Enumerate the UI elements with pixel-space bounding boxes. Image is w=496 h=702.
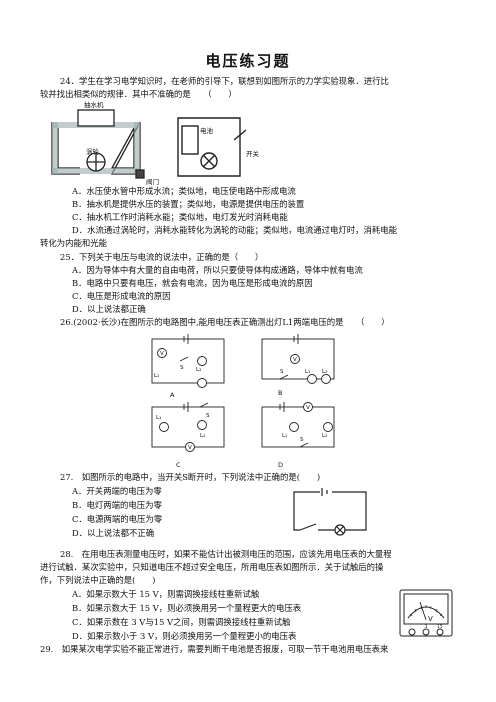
switch-symbol: S [206,413,210,419]
q29-stem: 29. 如果某次电学实验不能正常进行，需要判断干电池是否报废，可取一节干电池用电… [40,644,389,654]
lamp-l1-label: L₁ [154,373,159,379]
q25-stem: 25．下列关于电压与电流的说法中，正确的是（ ） [60,252,264,262]
q28-option-b: B．如果示数大于 15 V，则必须换用另一个量程更大的电压表 [72,603,302,613]
q28-option-c: C．如果示数在 3 V与15 V之间，则需调换接线柱重新试触 [72,617,291,627]
circuit-label-b: B [278,389,282,397]
terminal-label-negative: - [410,625,412,630]
lamp-l1-label: L₁ [156,415,161,421]
turbine-label: 涡轮 [86,147,100,156]
lamp-l2-label: L₂ [200,433,205,439]
q27-option-c: C．电源两端的电压为零 [72,514,163,524]
q24-option-a: A．水压使水管中形成水流；类似地，电压使电路中形成电流 [72,186,296,196]
voltmeter-symbol: V [306,405,310,411]
q26-stem: 26.(2002·长沙)在图所示的电路图中,能用电压表正确测出灯L1两端电压的是… [60,317,390,327]
water-circuit-diagram [51,109,145,179]
q25-option-c: C．电压是形成电流的原因 [72,291,171,301]
q25-option-b: B．电路中只要有电压，就会有电流，因为电压是形成电流的原因 [72,278,313,288]
page-title: 电压练习题 [205,52,291,70]
battery-label: 电池 [200,126,214,135]
lamp-l1-label: L₁ [282,433,287,439]
pump-label: 抽水机 [84,100,104,109]
voltmeter-figure: V - 3 15 [399,589,453,637]
q25-option-a: A．因为导体中有大量的自由电荷，所以只要使导体构成通路，导体中就有电流 [72,265,363,275]
q24-option-d: D．水流通过涡轮时，消耗水能转化为涡轮的动能；类似地，电流通过电灯时，消耗电能 [72,225,397,235]
lamp-l1-label: L₁ [305,369,310,375]
terminal-label-3: 3 [425,624,428,630]
circuit-label-c: C [176,461,181,469]
lamp-l2-label: L₂ [322,369,327,375]
q24-stem-line2: 较并找出相类似的规律．其中不准确的是 （ ） [40,89,237,99]
q27-circuit-figure [293,488,367,536]
q24-option-b: B．抽水机是提供水压的装置；类似地，电源是提供电压的装置 [72,199,305,209]
q27-option-b: B．电灯两端的电压为零 [72,500,162,510]
switch-symbol: S [280,369,284,375]
voltmeter-symbol: V [160,351,164,357]
switch-symbol: S [180,365,184,371]
voltmeter-symbol: V [293,357,297,363]
q28-stem-line2: 进行试触．某次实验中，只知道电压不超过安全电压，所用电压表如图所示．关于试触后的… [40,562,384,572]
q25-option-d: D．以上说法都正确 [72,304,146,314]
q27-option-a: A．开关两端的电压为零 [72,486,162,496]
q24-option-d-cont: 转化为内能和光能 [40,238,107,248]
circuit-label-d: D [278,461,283,469]
q27-option-d: D．以上说法都不正确 [72,528,155,538]
switch-label: 开关 [246,149,260,158]
lamp-l2-label: L₂ [196,367,201,373]
q24-figure: 抽水机 涡轮 阀门 电池 开关 [51,100,260,186]
q28-stem-line3: 作，下列说法中正确的是( ) [40,575,156,585]
valve-label: 阀门 [146,177,159,186]
circuit-label-a: A [170,391,175,399]
q28-stem-line1: 28. 在用电压表测量电压时，如果不能估计出被测电压的范围，应该先用电压表的大量… [60,549,392,559]
q24-stem-line1: 24．学生在学习电学知识时，在老师的引导下，联想到如图所示的力学实验现象．进行比 [60,76,389,86]
q26-figure: V S L₁ L₂ V S L₁ L₂ V S L₁ L₂ V S L₁ L₂ … [151,334,335,469]
q24-option-c: C．抽水机工作时消耗水能；类似地，电灯发光时消耗电能 [72,212,288,222]
q28-option-d: D．如果示数小于 3 V，则必须换用另一个量程更小的电压表 [72,631,297,641]
terminal-label-15: 15 [437,624,443,630]
lamp-l2-label: L₂ [322,433,327,439]
voltmeter-symbol: V [188,445,192,451]
voltmeter-unit-label: V [428,615,433,623]
electric-circuit-diagram [177,117,247,177]
q28-option-a: A．如果示数大于 15 V，则需调换接线柱重新试触 [72,589,260,599]
q27-stem: 27. 如图所示的电路中，当开关S断开时，下列说法中正确的是( ) [60,472,321,482]
switch-symbol: S [300,437,304,443]
